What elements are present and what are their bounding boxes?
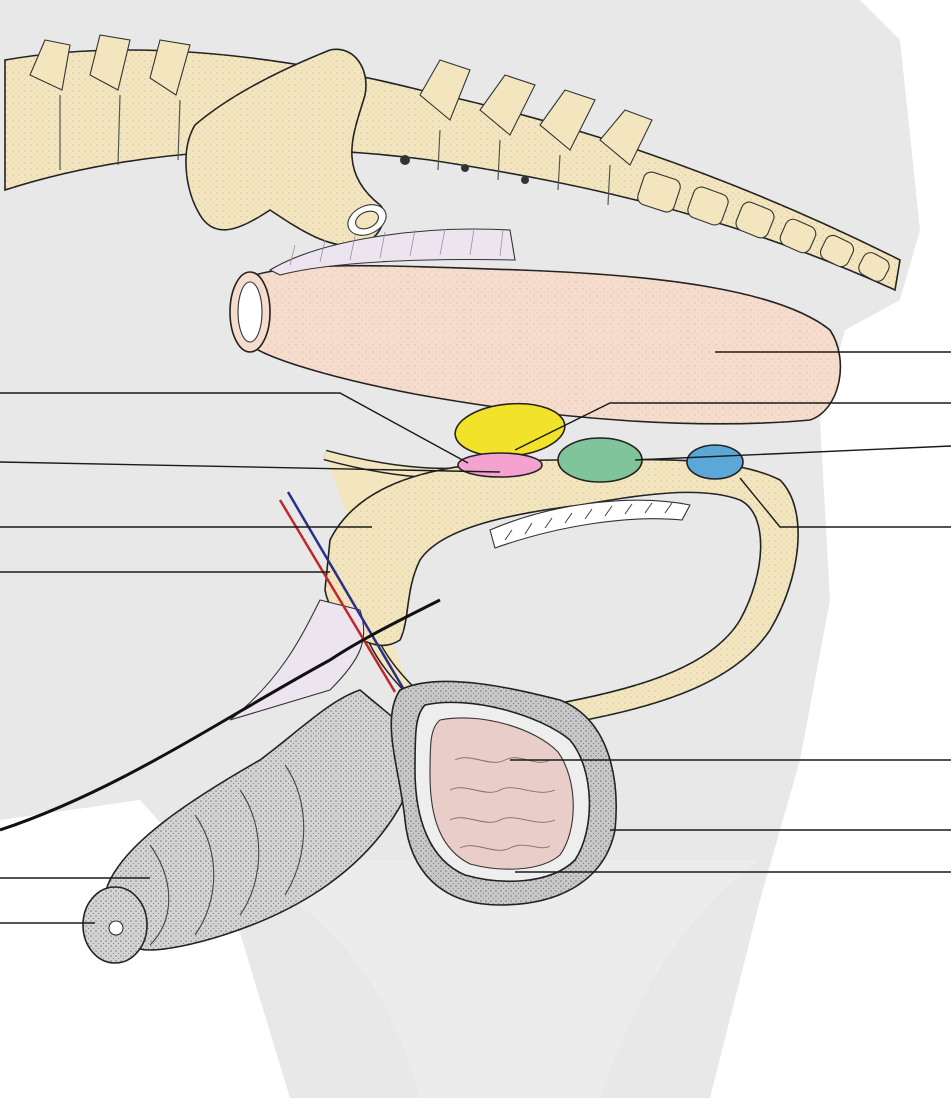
bulbourethral-gland — [687, 445, 743, 479]
ampulla — [458, 453, 542, 477]
prostate — [558, 438, 642, 482]
